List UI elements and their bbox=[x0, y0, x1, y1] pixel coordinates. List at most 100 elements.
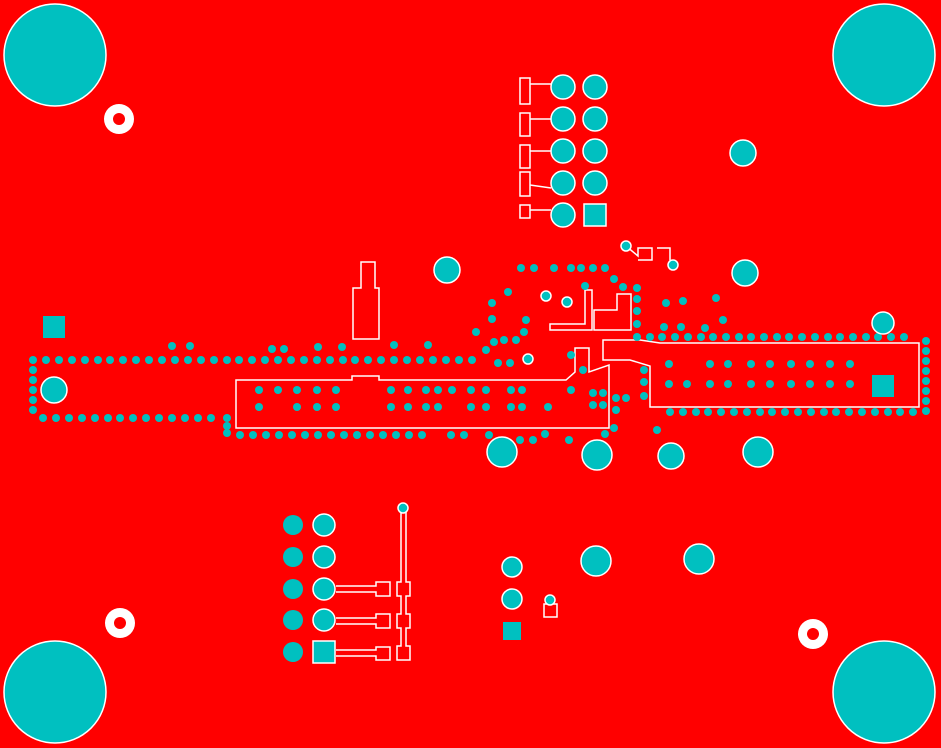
via bbox=[353, 431, 361, 439]
via bbox=[922, 337, 930, 345]
large-via bbox=[522, 353, 534, 365]
via bbox=[807, 408, 815, 416]
via bbox=[482, 386, 490, 394]
via bbox=[530, 264, 538, 272]
via bbox=[806, 380, 814, 388]
pad bbox=[550, 138, 576, 164]
via bbox=[339, 356, 347, 364]
via bbox=[612, 394, 620, 402]
via bbox=[610, 275, 618, 283]
via bbox=[760, 333, 768, 341]
large-via bbox=[729, 139, 757, 167]
via bbox=[106, 356, 114, 364]
via bbox=[422, 403, 430, 411]
pad bbox=[312, 577, 336, 601]
via bbox=[766, 380, 774, 388]
via bbox=[922, 407, 930, 415]
via bbox=[390, 341, 398, 349]
via bbox=[390, 356, 398, 364]
pad bbox=[312, 513, 336, 537]
top-connector-traces bbox=[519, 77, 552, 219]
via bbox=[404, 403, 412, 411]
large-via bbox=[871, 311, 895, 335]
via bbox=[29, 396, 37, 404]
via bbox=[871, 408, 879, 416]
center-pad-block bbox=[593, 293, 632, 331]
via bbox=[338, 343, 346, 351]
via bbox=[482, 346, 490, 354]
via bbox=[781, 408, 789, 416]
via bbox=[599, 401, 607, 409]
via bbox=[422, 386, 430, 394]
via bbox=[640, 378, 648, 386]
via bbox=[826, 380, 834, 388]
bottom-connector-traces bbox=[336, 581, 391, 661]
via bbox=[210, 356, 218, 364]
via bbox=[340, 431, 348, 439]
via bbox=[42, 356, 50, 364]
via bbox=[300, 356, 308, 364]
via bbox=[518, 386, 526, 394]
connector-top bbox=[550, 74, 608, 228]
via bbox=[824, 333, 832, 341]
via bbox=[418, 431, 426, 439]
via bbox=[633, 295, 641, 303]
via bbox=[768, 408, 776, 416]
via bbox=[249, 431, 257, 439]
via bbox=[434, 403, 442, 411]
via bbox=[640, 366, 648, 374]
mounting-hole-bottom-left bbox=[3, 640, 107, 744]
via bbox=[181, 414, 189, 422]
via bbox=[29, 356, 37, 364]
mounting-hole-bottom-right bbox=[832, 640, 936, 744]
via bbox=[516, 436, 524, 444]
pad bbox=[582, 170, 608, 196]
via bbox=[665, 380, 673, 388]
large-via bbox=[683, 543, 715, 575]
pad bbox=[582, 74, 608, 100]
via bbox=[747, 380, 755, 388]
via bbox=[94, 356, 102, 364]
via bbox=[832, 408, 840, 416]
via bbox=[494, 359, 502, 367]
via bbox=[379, 431, 387, 439]
via bbox=[922, 387, 930, 395]
via bbox=[248, 356, 256, 364]
right-plane-outline bbox=[602, 339, 920, 408]
via bbox=[403, 356, 411, 364]
via bbox=[65, 414, 73, 422]
via bbox=[429, 356, 437, 364]
via bbox=[550, 264, 558, 272]
via bbox=[468, 356, 476, 364]
via bbox=[377, 356, 385, 364]
via bbox=[633, 284, 641, 292]
via bbox=[280, 345, 288, 353]
via bbox=[145, 356, 153, 364]
via bbox=[168, 414, 176, 422]
via bbox=[507, 403, 515, 411]
pad bbox=[550, 106, 576, 132]
via bbox=[158, 356, 166, 364]
via bbox=[364, 356, 372, 364]
via bbox=[262, 431, 270, 439]
via bbox=[171, 356, 179, 364]
via bbox=[223, 422, 231, 430]
via bbox=[722, 333, 730, 341]
via bbox=[387, 403, 395, 411]
via bbox=[142, 414, 150, 422]
via bbox=[313, 356, 321, 364]
left-plane-outline bbox=[235, 347, 610, 429]
via bbox=[313, 386, 321, 394]
mounting-hole-top-left bbox=[3, 3, 107, 107]
via bbox=[896, 408, 904, 416]
via bbox=[268, 345, 276, 353]
via bbox=[104, 414, 112, 422]
via bbox=[640, 392, 648, 400]
large-via bbox=[501, 556, 523, 578]
large-via bbox=[561, 296, 573, 308]
via bbox=[589, 401, 597, 409]
via bbox=[332, 403, 340, 411]
via bbox=[706, 360, 714, 368]
via bbox=[132, 356, 140, 364]
via bbox=[29, 386, 37, 394]
